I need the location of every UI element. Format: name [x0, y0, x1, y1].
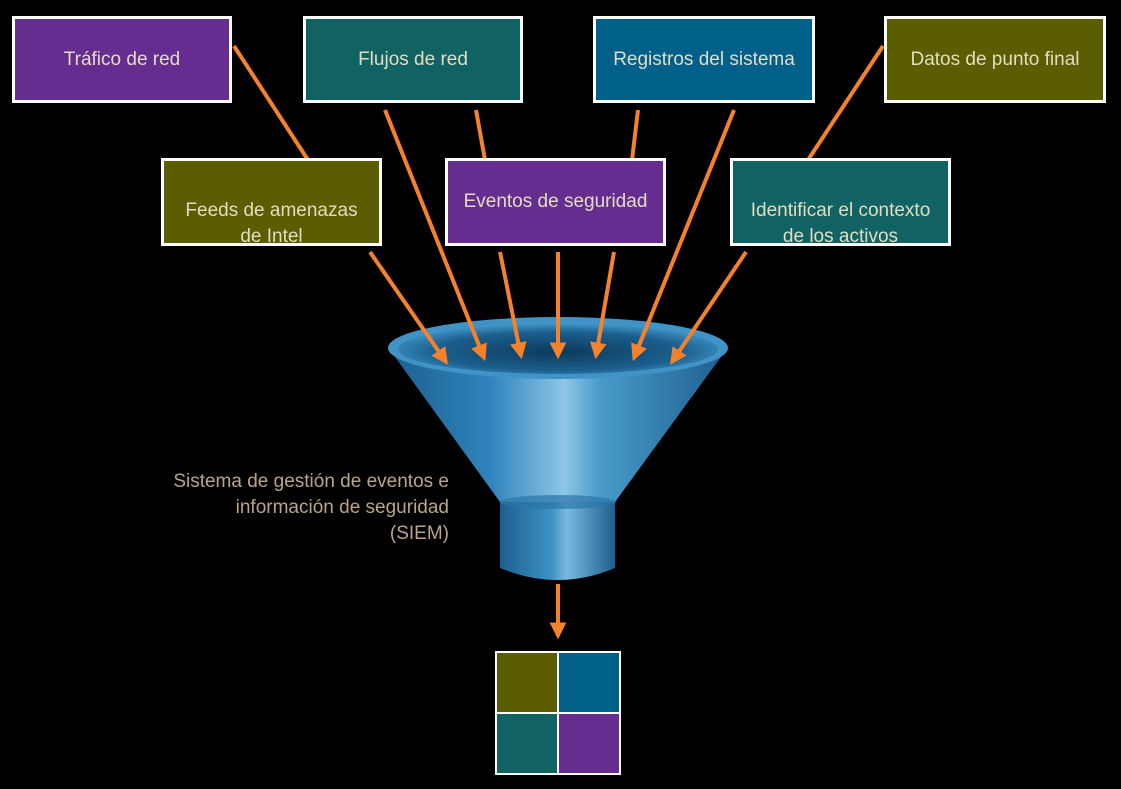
source-label: Tráfico de red: [63, 48, 181, 70]
source-label: Identificar el contexto de los activos: [750, 200, 931, 247]
siem-caption: Sistema de gestión de eventos e informac…: [100, 469, 449, 547]
siem-caption-line: Sistema de gestión de eventos e: [173, 471, 449, 492]
source-label: Registros del sistema: [613, 48, 795, 70]
output-tile: [497, 653, 557, 712]
output-tile: [559, 714, 619, 773]
source-trafico-de-red: Tráfico de red: [12, 16, 232, 103]
source-contexto-de-activos: Identificar el contexto de los activos: [730, 158, 951, 247]
siem-caption-line: información de seguridad: [235, 497, 449, 518]
arrow-into-funnel: [383, 109, 487, 362]
connector-line: [806, 44, 885, 162]
output-tile: [559, 653, 619, 712]
arrow-into-funnel: [631, 109, 736, 362]
connector-line: [474, 109, 487, 161]
siem-caption-line: (SIEM): [389, 523, 449, 544]
source-label: Flujos de red: [358, 48, 468, 70]
arrow-into-funnel: [368, 250, 448, 365]
source-label: Datos de punto final: [910, 48, 1080, 70]
source-feeds-de-amenazas: Feeds de amenazas de Intel: [161, 158, 382, 247]
output-grid: [495, 651, 621, 775]
connector-line: [630, 109, 640, 161]
source-datos-de-punto-final: Datos de punto final: [884, 16, 1106, 103]
output-tile: [497, 714, 557, 773]
arrow-into-funnel: [498, 251, 527, 360]
source-eventos-de-seguridad: Eventos de seguridad: [445, 158, 666, 246]
source-label: Feeds de amenazas de Intel: [185, 200, 358, 247]
source-registros-del-sistema: Registros del sistema: [593, 16, 815, 103]
arrow-into-funnel: [590, 251, 616, 360]
source-flujos-de-red: Flujos de red: [303, 16, 523, 103]
connector-line: [232, 44, 310, 162]
arrow-into-funnel: [670, 250, 748, 365]
source-label: Eventos de seguridad: [463, 191, 648, 212]
